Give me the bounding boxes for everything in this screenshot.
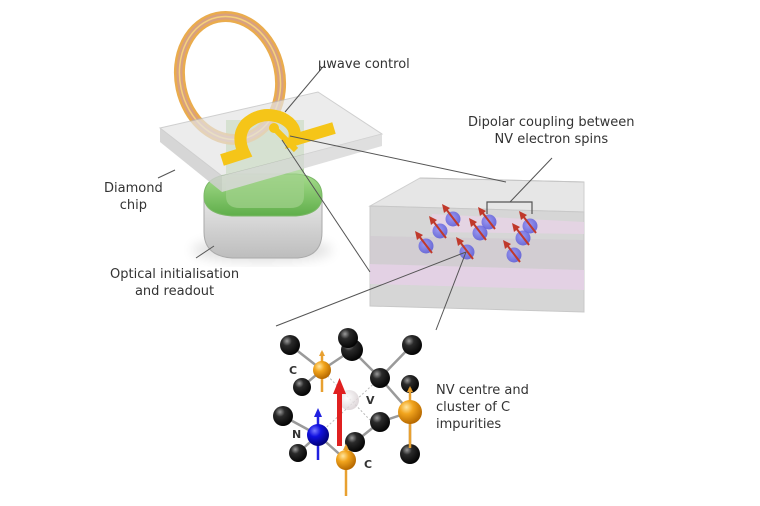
leader-spin-to-lattice-left bbox=[275, 251, 467, 327]
nitrogen-atom bbox=[307, 424, 329, 446]
diamond-block bbox=[368, 177, 585, 313]
spin-9 bbox=[503, 240, 522, 263]
spin-6 bbox=[512, 223, 531, 246]
label-dipolar-line1: Dipolar coupling between bbox=[468, 115, 635, 130]
carbon-atom bbox=[293, 378, 311, 396]
spin-group bbox=[415, 204, 538, 263]
label-nv-centre: NV centre and cluster of C impurities bbox=[436, 382, 529, 433]
label-optical-line1: Optical initialisation bbox=[110, 267, 240, 282]
carbon-atom bbox=[289, 444, 307, 462]
atom-label-v: V bbox=[366, 394, 375, 407]
spin-8 bbox=[456, 237, 475, 260]
leader-spin-to-lattice-right bbox=[435, 251, 467, 331]
carbon-atom bbox=[280, 335, 300, 355]
device-illustration bbox=[158, 10, 384, 262]
label-optical: Optical initialisation and readout bbox=[110, 266, 239, 300]
nv-spin-arrow bbox=[333, 378, 346, 446]
carbon-atom bbox=[400, 444, 420, 464]
leader-dipolar bbox=[509, 157, 553, 203]
vacancy bbox=[339, 390, 359, 410]
diamond-chip bbox=[158, 91, 384, 192]
spin-7 bbox=[415, 231, 434, 254]
leader-optical bbox=[195, 245, 215, 259]
label-nv-line3: impurities bbox=[436, 417, 502, 432]
label-dipolar-line2: NV electron spins bbox=[494, 132, 609, 147]
leader-lines bbox=[157, 67, 553, 331]
spin-2 bbox=[478, 207, 497, 230]
carbon-atom bbox=[273, 406, 293, 426]
label-diamond-line1: Diamond bbox=[104, 181, 163, 196]
label-nv-line1: NV centre and bbox=[436, 383, 529, 398]
label-uwave-text: μwave control bbox=[318, 57, 410, 72]
c13-atom bbox=[398, 400, 422, 424]
leader-chip-to-block-top bbox=[289, 135, 507, 183]
label-uwave-control: μwave control bbox=[318, 56, 410, 73]
nv-lattice: C V N C bbox=[273, 328, 422, 496]
carbon-atom bbox=[402, 335, 422, 355]
carbon-atom bbox=[338, 328, 358, 348]
spin-4 bbox=[429, 216, 448, 239]
c13-atom bbox=[336, 450, 356, 470]
label-dipolar: Dipolar coupling between NV electron spi… bbox=[468, 114, 635, 148]
atom-label-c-top: C bbox=[289, 364, 297, 377]
spin-1 bbox=[442, 204, 461, 227]
atom-label-c-bottom: C bbox=[364, 458, 372, 471]
leader-chip-to-block-left bbox=[281, 139, 371, 273]
leader-uwave bbox=[284, 67, 323, 113]
carbon-atom bbox=[370, 368, 390, 388]
label-optical-line2: and readout bbox=[134, 284, 215, 299]
carbon-atom bbox=[370, 412, 390, 432]
atom-label-n: N bbox=[292, 428, 301, 441]
carbon-atom bbox=[345, 432, 365, 452]
carbon-atom bbox=[401, 375, 419, 393]
label-nv-line2: cluster of C bbox=[436, 400, 511, 415]
label-diamond-line2: chip bbox=[119, 198, 147, 213]
microwave-antenna bbox=[220, 109, 336, 166]
coupling-bracket bbox=[486, 201, 533, 214]
spin-3 bbox=[519, 211, 538, 234]
leader-diamond bbox=[157, 169, 176, 179]
spin-5 bbox=[469, 218, 488, 241]
c13-atom bbox=[313, 361, 331, 379]
label-diamond-chip: Diamond chip bbox=[104, 180, 163, 214]
